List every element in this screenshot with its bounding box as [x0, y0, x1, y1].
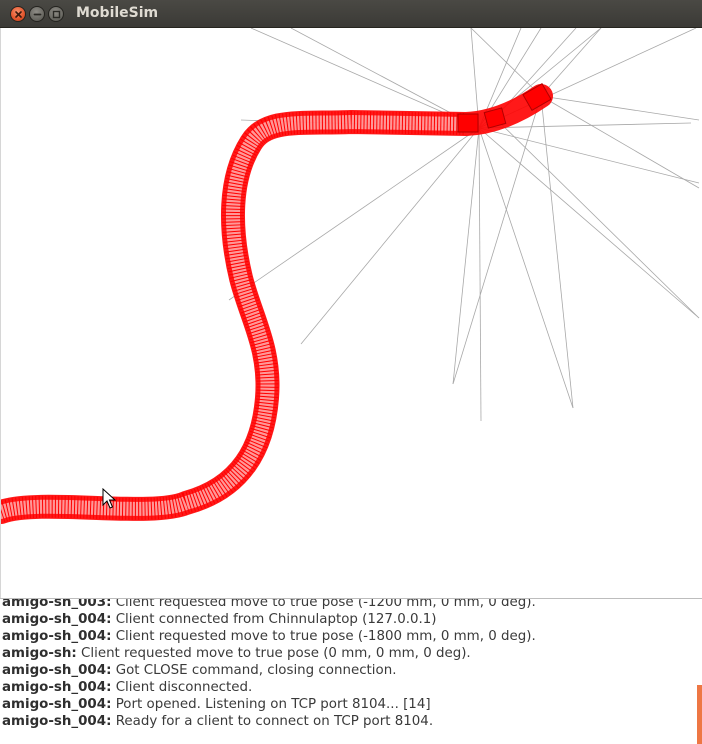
laser-beam: [494, 117, 700, 319]
pane-divider[interactable]: [0, 598, 702, 599]
arrow-cursor-icon: [102, 488, 116, 509]
laser-beam: [540, 28, 602, 97]
log-scrollbar[interactable]: [697, 685, 702, 744]
log-message: Client connected from Chinnulaptop (127.…: [111, 612, 437, 627]
robot-marker: [457, 113, 479, 133]
laser-beam: [478, 127, 700, 184]
robot-trail-outline: [1, 84, 553, 524]
laser-beam: [540, 95, 700, 189]
log-line: amigo-sh: Client requested move to true …: [2, 645, 536, 662]
minimize-button[interactable]: [29, 6, 45, 22]
simulation-canvas[interactable]: [0, 28, 702, 598]
log-list: amigo-sh_003: Client requested move to t…: [2, 599, 536, 730]
log-source: amigo-sh_004:: [2, 697, 112, 712]
log-message: Client disconnected.: [111, 680, 253, 695]
log-message: Client requested move to true pose (-120…: [111, 599, 536, 610]
robot-trail-core: [1, 115, 473, 519]
log-message: Got CLOSE command, closing connection.: [111, 663, 397, 678]
window-title: MobileSim: [76, 5, 159, 21]
laser-beam: [452, 127, 480, 385]
minimize-icon: [33, 13, 42, 16]
laser-beam: [478, 127, 700, 319]
window-titlebar: MobileSim: [0, 0, 702, 28]
log-source: amigo-sh_004:: [2, 663, 112, 678]
log-source: amigo-sh_004:: [2, 629, 112, 644]
robot-marker: [483, 107, 507, 129]
laser-beams: [228, 28, 700, 422]
log-line: amigo-sh_004: Port opened. Listening on …: [2, 696, 536, 713]
laser-beam: [478, 122, 692, 129]
log-line: amigo-sh_003: Client requested move to t…: [2, 599, 536, 611]
laser-beam: [228, 127, 480, 301]
laser-beam: [540, 95, 700, 121]
log-line: amigo-sh_004: Got CLOSE command, closing…: [2, 662, 536, 679]
log-message: Ready for a client to connect on TCP por…: [111, 714, 434, 729]
log-source: amigo-sh_004:: [2, 714, 112, 729]
laser-beam: [540, 95, 574, 409]
laser-beam: [250, 28, 480, 129]
laser-beam: [470, 28, 542, 97]
log-line: amigo-sh_004: Client requested move to t…: [2, 628, 536, 645]
log-message: Client requested move to true pose (-180…: [111, 629, 536, 644]
log-line: amigo-sh_004: Client disconnected.: [2, 679, 536, 696]
log-message: Port opened. Listening on TCP port 8104.…: [111, 697, 431, 712]
robot-marker: [522, 83, 552, 111]
close-icon: [15, 11, 22, 18]
log-source: amigo-sh:: [2, 646, 77, 661]
log-line: amigo-sh_004: Ready for a client to conn…: [2, 713, 536, 730]
log-source: amigo-sh_003:: [2, 599, 112, 610]
log-source: amigo-sh_004:: [2, 680, 112, 695]
laser-beam: [452, 95, 542, 385]
log-pane[interactable]: amigo-sh_003: Client requested move to t…: [0, 599, 702, 744]
laser-beam: [300, 127, 480, 345]
simulation-view: [1, 28, 700, 524]
maximize-icon: [52, 10, 61, 19]
log-message: Client requested move to true pose (0 mm…: [76, 646, 471, 661]
maximize-button[interactable]: [48, 6, 64, 22]
robot-trail-hatching: [1, 110, 467, 523]
laser-beam: [478, 127, 574, 409]
log-source: amigo-sh_004:: [2, 612, 112, 627]
log-line: amigo-sh_004: Client connected from Chin…: [2, 611, 536, 628]
laser-beam: [478, 127, 482, 422]
close-button[interactable]: [10, 6, 26, 22]
laser-beam: [290, 28, 480, 129]
